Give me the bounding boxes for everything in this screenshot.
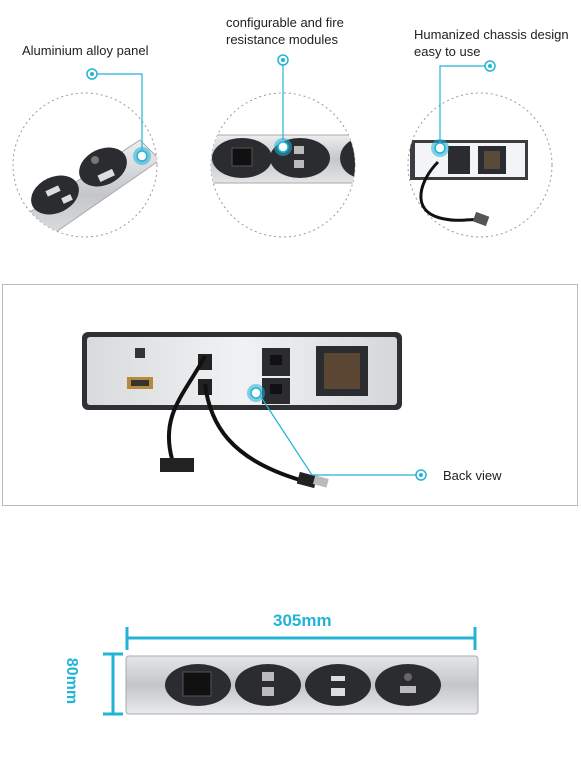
feature-caption-chassis: Humanized chassis design easy to use	[414, 27, 569, 59]
length-label: 305mm	[273, 611, 332, 630]
height-dimension-line	[103, 652, 123, 716]
callout-back-view	[247, 384, 427, 481]
detail-circle-chassis	[407, 92, 553, 238]
detail-circle-aluminium	[12, 92, 158, 238]
callout-chassis	[431, 60, 496, 157]
back-view-illustration	[82, 332, 427, 489]
length-dimension-line	[125, 627, 477, 650]
feature-caption-modules: configurable and fire resistance modules	[226, 15, 344, 47]
feature-details	[12, 54, 553, 238]
callout-aluminium	[86, 68, 151, 165]
back-view-caption: Back view	[443, 468, 502, 483]
callout-modules	[274, 54, 292, 156]
feature-caption-aluminium: Aluminium alloy panel	[22, 43, 149, 58]
back-view-frame	[2, 284, 578, 506]
detail-circle-modules	[210, 92, 356, 238]
dimension-drawing	[103, 627, 479, 716]
height-label: 80mm	[63, 657, 80, 705]
